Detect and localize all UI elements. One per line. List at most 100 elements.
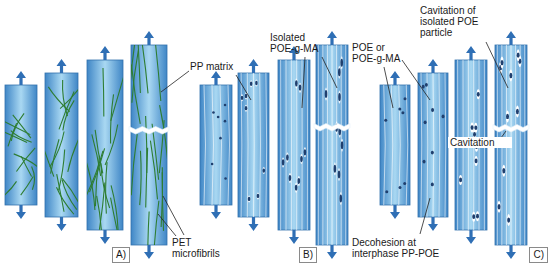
poe-particle xyxy=(431,183,434,187)
cavity xyxy=(509,69,512,81)
pet-microfibril xyxy=(56,187,73,214)
load-arrow xyxy=(390,205,400,219)
leader-line xyxy=(161,71,189,92)
pet-microfibril xyxy=(146,116,147,173)
oriented-chain xyxy=(445,73,447,217)
poe-particle xyxy=(295,185,298,191)
poe-particle xyxy=(339,194,342,202)
poe-particle xyxy=(338,170,341,178)
poe-particle xyxy=(250,82,253,86)
decohesion-void xyxy=(263,167,265,174)
poe-particle xyxy=(341,141,344,149)
cavity xyxy=(476,211,479,221)
specimen-structure xyxy=(421,73,446,217)
poe-particle xyxy=(422,85,425,89)
poe-particle xyxy=(502,168,505,173)
poe-particle xyxy=(474,125,477,130)
cavity xyxy=(516,106,519,118)
poe-particle xyxy=(295,80,298,86)
specimen-body xyxy=(380,85,410,205)
oriented-chain xyxy=(439,73,441,217)
decohesion-void xyxy=(255,80,257,87)
poe-particle xyxy=(334,165,337,173)
leader-line xyxy=(420,198,430,234)
poe-particle xyxy=(472,214,475,219)
oriented-chain xyxy=(515,45,516,245)
fracture-gap xyxy=(314,124,350,132)
pet-microfibril xyxy=(62,178,78,213)
poe-particle xyxy=(507,217,510,222)
pet-microfibril xyxy=(63,80,68,116)
poe-particle xyxy=(425,83,428,87)
callout-label: Cavitation xyxy=(448,137,512,148)
decohesion-void xyxy=(289,173,291,183)
decohesion-void xyxy=(341,139,343,152)
pet-microfibril xyxy=(87,163,95,210)
load-arrow xyxy=(390,71,400,85)
specimen-body xyxy=(200,85,232,205)
leader-line xyxy=(163,196,184,235)
decohesion-void xyxy=(295,78,297,88)
decohesion-void xyxy=(245,105,247,112)
pet-microfibril xyxy=(106,162,107,213)
specimen-body xyxy=(5,85,37,205)
load-arrow xyxy=(466,46,476,60)
load-arrow xyxy=(57,59,67,73)
pet-microfibril xyxy=(138,45,141,93)
load-arrow xyxy=(144,31,154,45)
poe-particle xyxy=(338,93,341,101)
specimen-body xyxy=(316,45,348,245)
load-arrow xyxy=(100,46,110,60)
leader-line xyxy=(302,57,305,108)
oriented-chain xyxy=(427,73,429,217)
decohesion-void xyxy=(334,162,336,175)
fracture-gap xyxy=(129,127,169,135)
load-arrow xyxy=(327,245,337,259)
poe-particle xyxy=(475,159,478,164)
poe-particle xyxy=(442,115,445,119)
pet-microfibril xyxy=(68,135,78,172)
specimen-structure xyxy=(45,80,78,214)
oriented-chain xyxy=(327,45,328,245)
pet-microfibril xyxy=(60,81,78,109)
oriented-chain xyxy=(332,45,333,245)
cavity xyxy=(517,49,520,61)
oriented-chain xyxy=(259,73,261,217)
oriented-chain xyxy=(228,85,230,205)
cavity xyxy=(502,165,505,177)
pet-microfibril xyxy=(111,198,122,230)
load-arrow xyxy=(16,205,26,219)
pet-microfibril xyxy=(5,122,30,135)
pet-microfibril xyxy=(102,68,104,117)
poe-particle xyxy=(286,154,289,160)
pet-microfibril xyxy=(5,181,17,199)
oriented-chain xyxy=(286,60,287,230)
poe-particle xyxy=(300,156,303,162)
poe-particle xyxy=(424,120,427,124)
pet-microfibril xyxy=(11,131,32,143)
callout-label: PP matrix xyxy=(190,61,250,72)
poe-particle xyxy=(298,178,301,184)
specimen-body xyxy=(418,73,448,217)
pet-microfibril xyxy=(14,154,37,167)
poe-particle xyxy=(224,104,227,107)
oriented-chain xyxy=(291,60,292,230)
pet-microfibril xyxy=(21,176,34,195)
cavity xyxy=(497,201,500,213)
oriented-chain xyxy=(345,45,346,245)
specimen-group xyxy=(0,24,529,264)
poe-particle xyxy=(224,177,227,180)
decohesion-void xyxy=(341,56,343,69)
pet-microfibril xyxy=(105,125,118,165)
poe-particle xyxy=(241,96,244,100)
oriented-chain xyxy=(280,60,281,230)
poe-particle xyxy=(211,163,214,166)
decohesion-void xyxy=(282,157,284,167)
callout-label: POE or POE-g-MA xyxy=(352,42,404,64)
cavity xyxy=(477,89,480,99)
specimen-structure xyxy=(204,85,230,205)
decohesion-void xyxy=(338,168,340,181)
panel-letter: A) xyxy=(116,249,126,260)
load-arrow xyxy=(506,245,516,259)
leader-line xyxy=(236,75,251,100)
